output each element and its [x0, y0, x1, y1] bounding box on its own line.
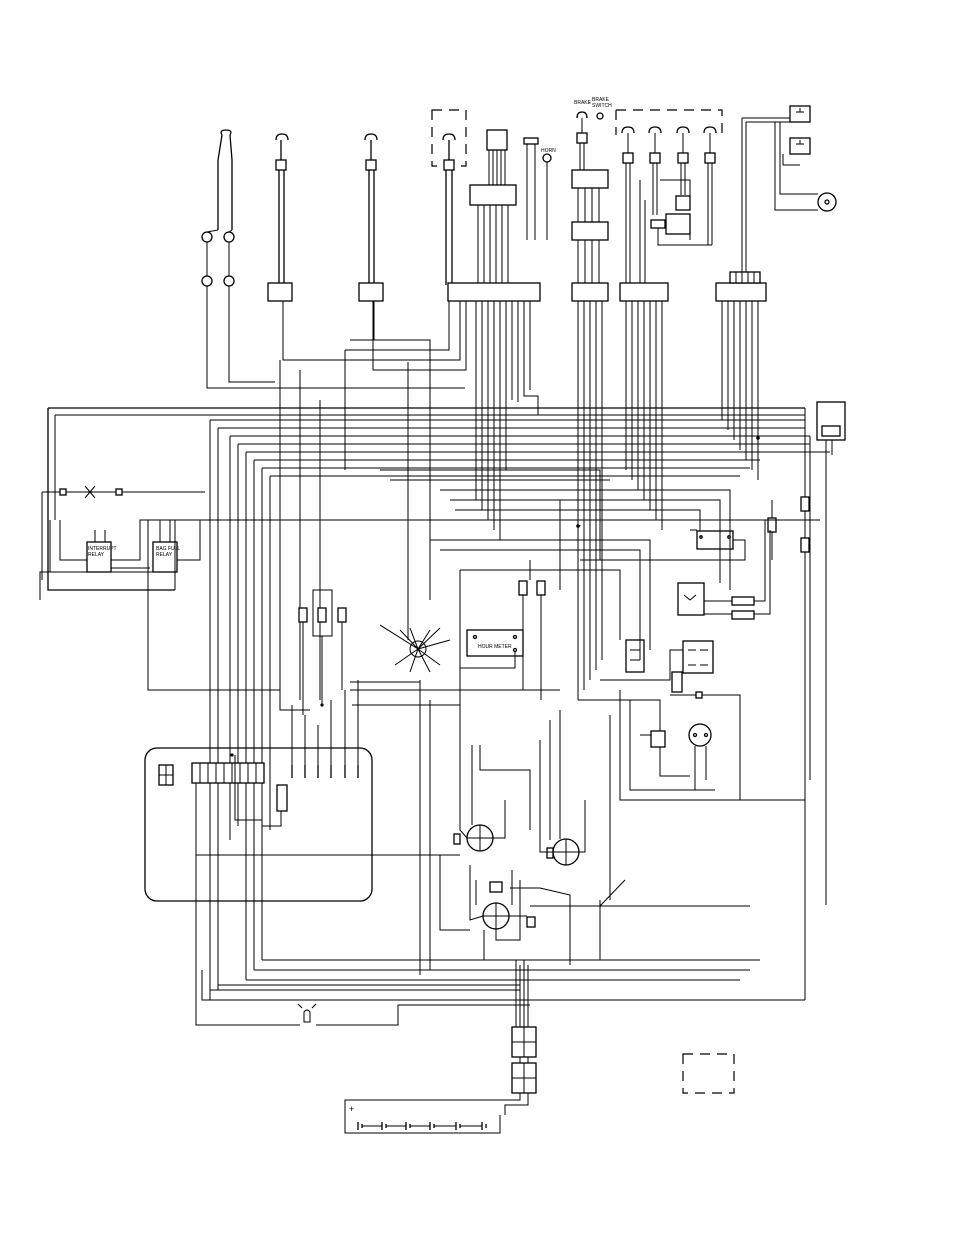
bag-full-relay-label-1: BAG FULL	[156, 546, 180, 552]
top-connector-plugs: HORN BRAKE BRAKE SWITCH	[217, 97, 837, 285]
interrupt-relay-label-1: INTERRUPT	[88, 546, 117, 552]
center-components: HOUR METER	[298, 580, 546, 715]
relays: INTERRUPT RELAY BAG FULL RELAY	[39, 485, 820, 691]
lower-bus	[195, 680, 805, 1027]
ground-junction	[379, 624, 451, 673]
misc-wires	[200, 301, 760, 821]
interrupt-relay-label-2: RELAY	[88, 552, 105, 558]
right-bus	[767, 401, 846, 1000]
brake-switch-label-1: BRAKE	[592, 97, 610, 103]
optional-component-outline	[682, 1053, 735, 1094]
bag-full-relay-label-2: RELAY	[156, 552, 173, 558]
brake-switch-label-2: SWITCH	[592, 103, 612, 109]
solenoids	[439, 710, 750, 965]
connector-row	[267, 271, 767, 302]
bag-full-relay	[152, 541, 178, 573]
fuse-holders	[201, 229, 465, 389]
brake-label: BRAKE	[574, 100, 592, 106]
battery-plus-label: +	[349, 1104, 354, 1114]
hour-meter-label: HOUR METER	[478, 644, 512, 650]
horn-label: HORN	[541, 148, 556, 154]
right-components	[578, 520, 805, 900]
battery-pack: +	[344, 1026, 537, 1134]
